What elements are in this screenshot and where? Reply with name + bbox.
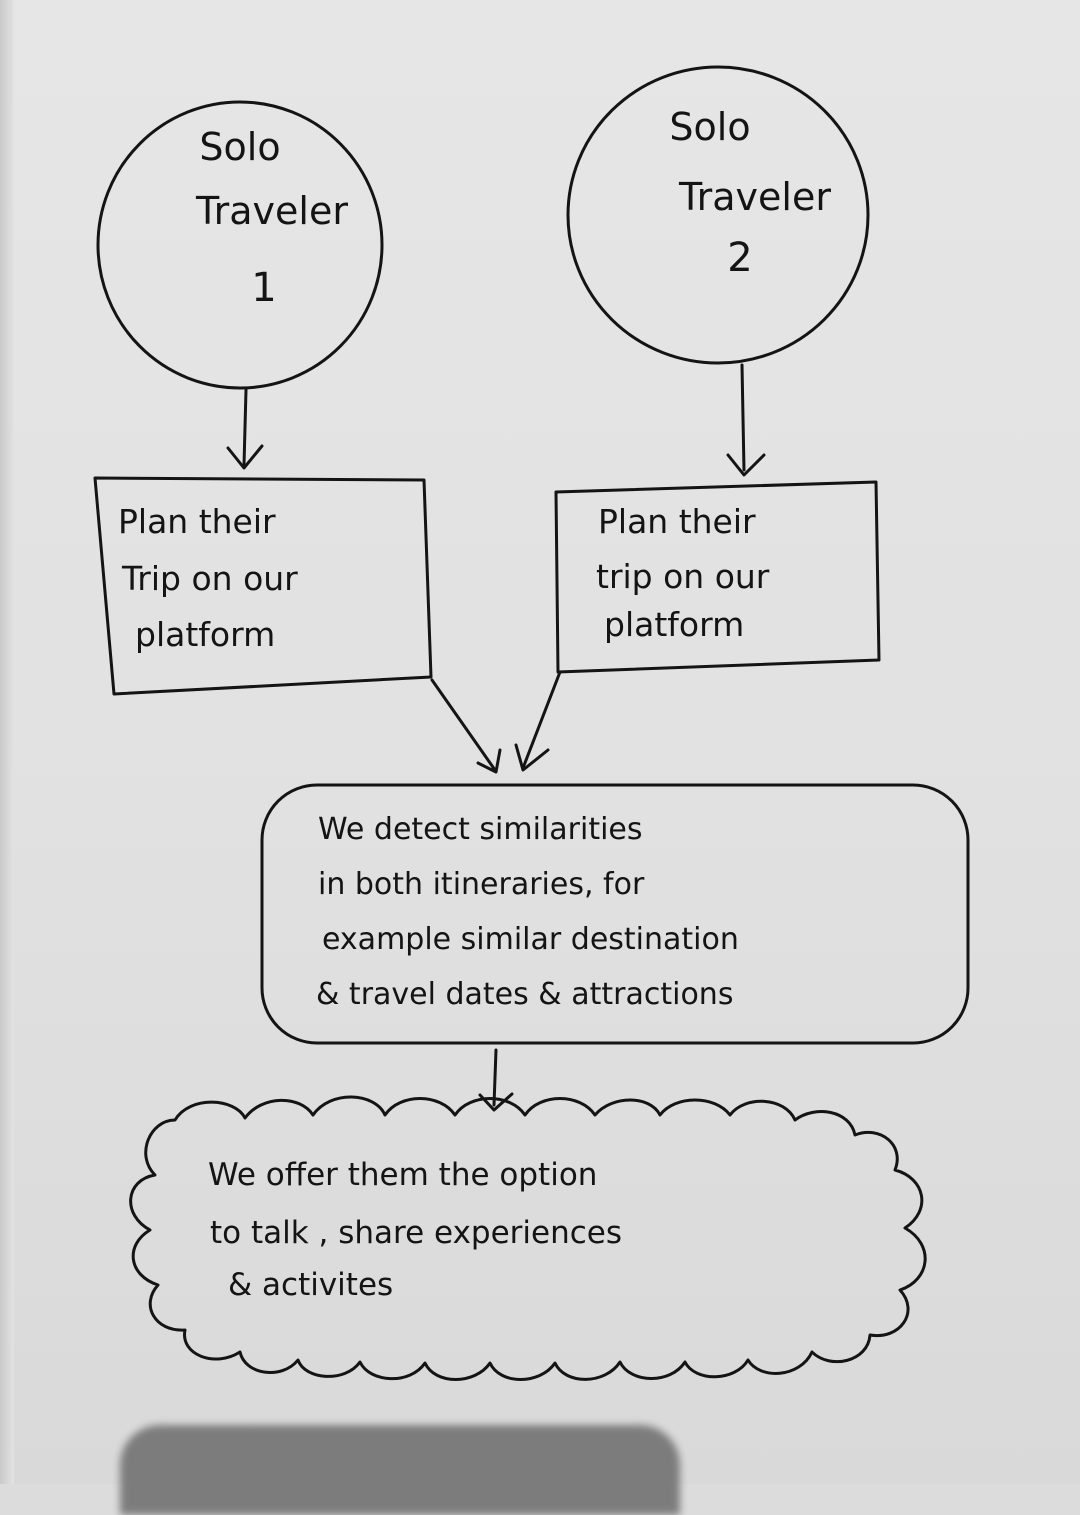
traveler-2-label-number: 2: [727, 235, 753, 281]
notebook-spine: [0, 0, 14, 1484]
traveler-2-label-traveler: Traveler: [679, 175, 831, 219]
traveler-1-label-traveler: Traveler: [196, 189, 348, 233]
plan-1-box: [93, 476, 433, 696]
detect-line-1: We detect similarities: [318, 812, 643, 847]
detect-line-2: in both itineraries, for: [318, 867, 645, 902]
traveler-1-label-number: 1: [251, 265, 277, 311]
finger-shadow: [120, 1425, 680, 1515]
plan-2-line-2: trip on our: [596, 557, 770, 596]
plan-2-line-3: platform: [604, 605, 745, 644]
plan-1-line-1: Plan their: [118, 502, 276, 541]
plan-2-line-1: Plan their: [598, 502, 756, 541]
plan-2-box: [554, 480, 881, 674]
flow-diagram: [93, 65, 970, 1381]
arrow-plan-1-to-detect: [430, 678, 502, 774]
plan-1-line-2: Trip on our: [122, 559, 298, 598]
traveler-2-label-solo: Solo: [669, 105, 751, 149]
arrow-traveler-2-to-plan-2: [726, 363, 766, 477]
plan-1-line-3: platform: [135, 615, 276, 654]
detect-line-4: & travel dates & attractions: [316, 977, 734, 1012]
traveler-2-circle: [566, 65, 870, 365]
offer-line-3: & activites: [228, 1267, 394, 1303]
detect-line-3: example similar destination: [322, 922, 739, 957]
offer-line-1: We offer them the option: [208, 1157, 598, 1193]
traveler-1-label-solo: Solo: [199, 125, 281, 169]
detect-box: [260, 783, 970, 1045]
notebook-page: [0, 0, 1080, 1484]
traveler-1-circle: [96, 100, 384, 390]
arrow-traveler-1-to-plan-1: [226, 388, 264, 470]
offer-line-2: to talk , share experiences: [210, 1215, 623, 1251]
offer-cloud: [129, 1095, 927, 1381]
arrow-plan-2-to-detect: [514, 670, 562, 772]
